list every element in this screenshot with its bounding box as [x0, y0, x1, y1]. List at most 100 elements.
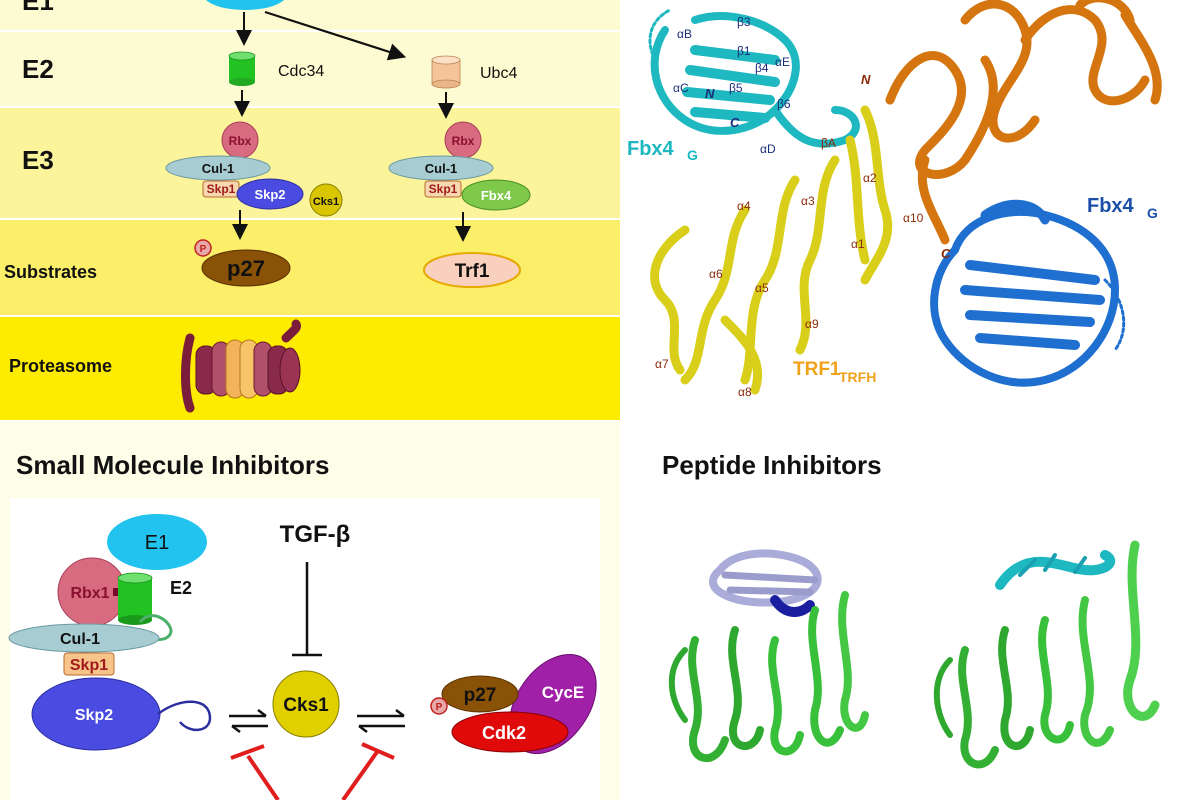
label-a8: α8 [738, 385, 752, 399]
right-rbx-label: Rbx [452, 134, 475, 148]
peptide-structures [668, 540, 1160, 769]
fbx4-blue-domain [930, 199, 1126, 387]
left-cul1-label: Cul-1 [202, 161, 235, 176]
sm-skp1-label: Skp1 [70, 657, 108, 674]
trf1-yellow-domain [650, 105, 893, 395]
label-a10: α10 [903, 211, 924, 225]
label-a9: α9 [805, 317, 819, 331]
sm-phospho [430, 697, 448, 715]
arrow-e1-ubc4 [264, 10, 407, 61]
right-cul1-ellipse [388, 155, 494, 181]
row-label-proteasome: Proteasome [9, 356, 113, 376]
sm-rbx1-linker [113, 588, 121, 596]
row-label-substrates: Substrates [4, 262, 98, 282]
left-skp2-ellipse [236, 178, 304, 210]
label-a7: α7 [655, 357, 669, 371]
label-c-mid: C [941, 246, 951, 261]
label-c-top: C [730, 115, 740, 130]
sm-cdk2-label: Cdk2 [482, 723, 526, 743]
peptide-heading: Peptide Inhibitors [662, 450, 882, 480]
left-cks1-circle [309, 183, 343, 217]
ubc4-cylinder [431, 55, 461, 89]
sm-e1-label: E1 [145, 532, 169, 554]
label-a2: α2 [863, 171, 877, 185]
sm-tgf-label: TGF-β [280, 521, 351, 548]
sm-phospho-label: P [436, 702, 443, 713]
label-a6: α6 [709, 267, 723, 281]
orange-domain [885, 0, 1162, 245]
equilibrium-right [357, 709, 405, 733]
label-a3: α3 [801, 194, 815, 208]
sm-skp2-label: Skp2 [75, 707, 113, 724]
fbx4-cyan-domain [648, 8, 860, 148]
row-label-e2: E2 [22, 54, 54, 84]
equilibrium-left [229, 709, 268, 733]
right-cul1-label: Cul-1 [425, 161, 458, 176]
band-proteasome [0, 317, 620, 420]
proteasome-graphic [181, 319, 301, 413]
label-a4: α4 [737, 199, 751, 213]
inhibitor-red-lines [230, 742, 395, 800]
left-cul1-ellipse [165, 155, 271, 181]
sm-cul1-ellipse [8, 623, 160, 653]
label-fbx4-top: Fbx4 [627, 138, 675, 160]
label-alpha-e: αE [775, 55, 790, 69]
crystal-structure: Fbx4 G Fbx4 G TRF1 TRFH N C N C αB αC αD… [627, 0, 1162, 399]
ubiquitin-ribbon [138, 614, 173, 641]
row-label-e1: E1 [22, 0, 54, 16]
label-beta6: β6 [777, 97, 791, 111]
label-fbx4-top-sub: G [687, 147, 698, 163]
peptide-structure-left [668, 549, 869, 763]
sm-cks1-circle [272, 670, 340, 738]
band-e2 [0, 32, 620, 108]
peptide-structure-right [933, 540, 1160, 769]
sm-cdk2-ellipse [451, 711, 569, 753]
label-fbx4-right: Fbx4 [1087, 195, 1135, 217]
row-label-e3: E3 [22, 145, 54, 175]
label-beta-a: βA [821, 136, 836, 150]
right-skp1-box [424, 180, 462, 198]
e1-ellipse [206, 0, 284, 10]
p27-phospho-label: P [200, 244, 207, 255]
skp2-tail [157, 700, 212, 731]
pathway-diagram: Cdc34 Ubc4 Rbx Cul-1 Skp1 Skp2 Cks1 Rbx … [165, 0, 531, 413]
right-fbx4-ellipse [461, 179, 531, 211]
sm-p27-label: p27 [464, 685, 497, 706]
label-alpha-c: αC [673, 81, 689, 95]
left-rbx-label: Rbx [229, 134, 252, 148]
left-cks1-label: Cks1 [313, 196, 339, 208]
label-beta3: β3 [737, 15, 751, 29]
sm-cyce-label: CycE [542, 683, 585, 702]
label-fbx4-right-sub: G [1147, 205, 1158, 221]
trf1-label: Trf1 [455, 261, 490, 282]
cdc34-cylinder [228, 51, 256, 86]
sm-cks1-label: Cks1 [283, 695, 329, 716]
p27-phospho [194, 239, 212, 257]
label-a1: α1 [851, 237, 865, 251]
label-a5: α5 [755, 281, 769, 295]
right-fbx4-label: Fbx4 [481, 188, 512, 203]
label-beta4: β4 [755, 61, 769, 75]
cdc34-label: Cdc34 [278, 63, 324, 80]
label-beta1: β1 [737, 44, 751, 58]
label-alpha-d: αD [760, 142, 776, 156]
left-skp2-label: Skp2 [254, 187, 285, 202]
small-molecule-heading: Small Molecule Inhibitors [16, 450, 330, 480]
label-trf1: TRF1 [793, 359, 841, 380]
sm-e2-label: E2 [170, 578, 192, 598]
small-molecule-diagram: E1 Rbx1 E2 Cul-1 Skp1 Skp2 TGF-β Cks1 Cy… [8, 514, 597, 800]
sm-skp1-box [63, 652, 115, 676]
sm-rbx1-label: Rbx1 [70, 585, 109, 602]
sm-cul1-label: Cul-1 [60, 631, 100, 648]
label-alpha-b: αB [677, 27, 692, 41]
label-beta5: β5 [729, 81, 743, 95]
p27-label: p27 [227, 256, 265, 281]
sm-e1-ellipse [107, 514, 207, 570]
p27-ellipse [201, 249, 291, 287]
sm-p27-ellipse [441, 675, 519, 713]
left-skp1-label: Skp1 [207, 182, 236, 196]
ubc4-label: Ubc4 [480, 65, 517, 82]
label-n-top: N [705, 86, 715, 101]
trf1-ellipse [423, 252, 521, 288]
label-n-mid: N [861, 72, 871, 87]
